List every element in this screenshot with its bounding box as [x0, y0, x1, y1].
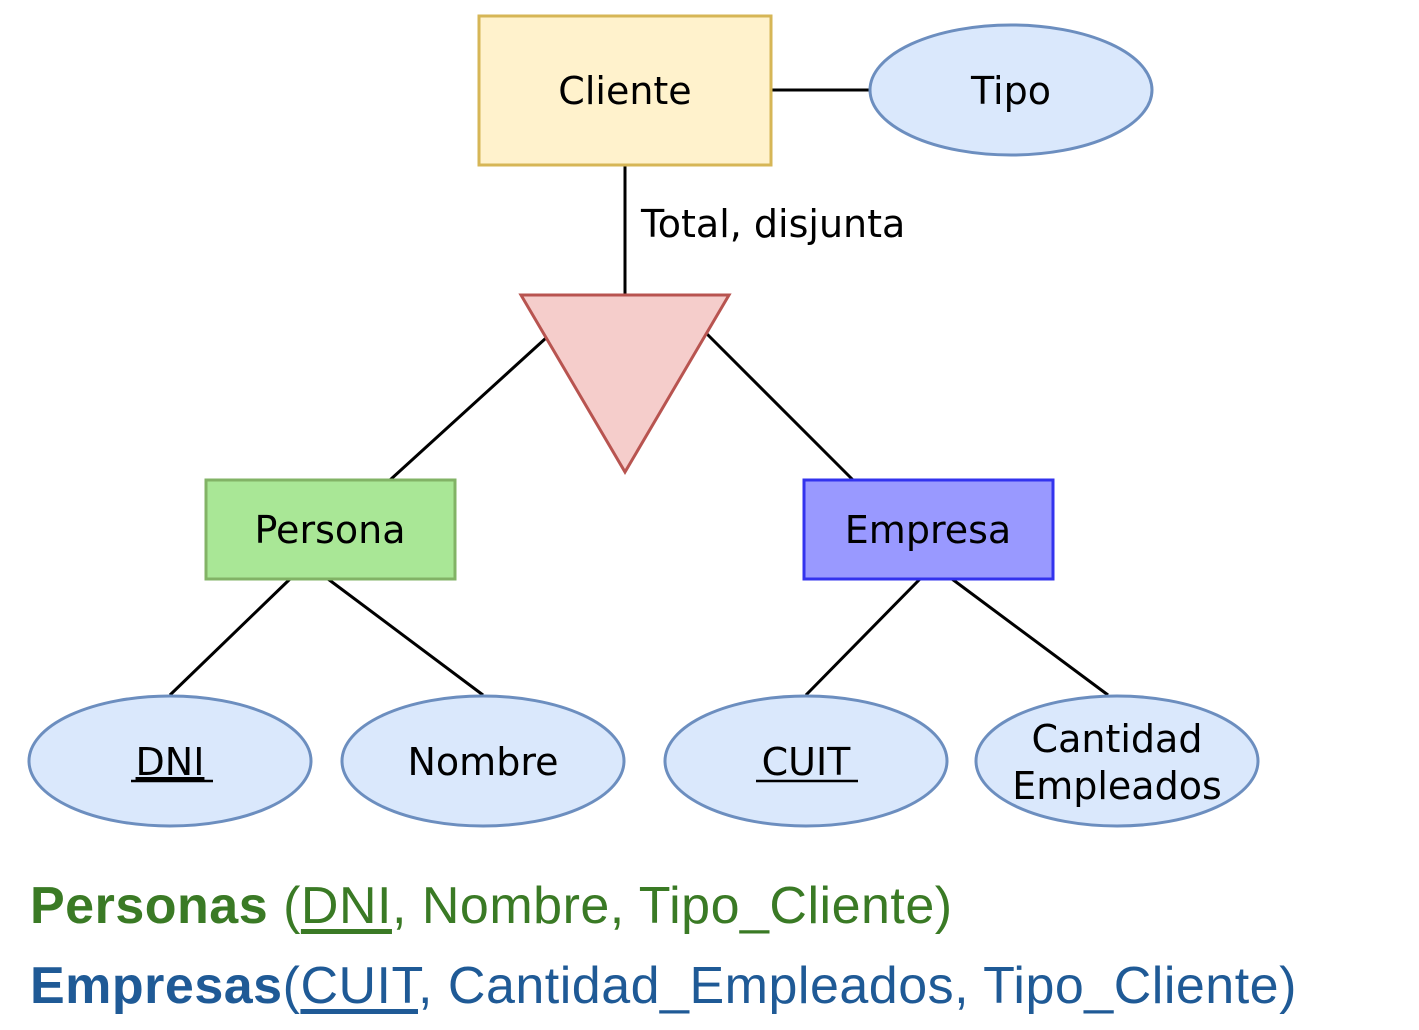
relation-attributes-empresas: , Cantidad_Empleados, Tipo_Cliente) — [418, 957, 1297, 1015]
specialization-persona-connector — [388, 336, 548, 482]
attribute-cantidad-label-line2: Empleados — [1012, 764, 1222, 808]
primary-key-dni: DNI — [300, 877, 392, 935]
attribute-tipo: Tipo — [868, 23, 1154, 157]
empresa-cantidad-connector — [951, 577, 1109, 697]
attribute-cantidad-label-line1: Cantidad — [1032, 717, 1203, 761]
specialization-empresa-connector — [705, 332, 855, 482]
specialization-label: Total, disjunta — [640, 202, 905, 246]
relation-open-personas: ( — [268, 877, 301, 935]
relation-name-empresas: Empresas — [30, 957, 283, 1015]
entity-persona: Persona — [204, 478, 457, 581]
attribute-cuit: CUIT — [663, 694, 949, 828]
relational-schema-personas: Personas (DNI, Nombre, Tipo_Cliente) — [30, 876, 953, 936]
attribute-dni-label: DNI — [136, 740, 205, 784]
entity-cliente-label: Cliente — [558, 69, 691, 113]
persona-nombre-connector — [327, 577, 484, 697]
relation-open-empresas: ( — [282, 957, 301, 1015]
attribute-cuit-label: CUIT — [762, 740, 852, 784]
attribute-nombre: Nombre — [340, 694, 626, 828]
entity-persona-label: Persona — [255, 508, 406, 552]
entity-empresa: Empresa — [802, 478, 1055, 581]
entity-cliente: Cliente — [477, 14, 773, 167]
attribute-tipo-label: Tipo — [970, 69, 1051, 113]
specialization-triangle — [518, 293, 732, 475]
attribute-dni: DNI — [27, 694, 313, 828]
empresa-cuit-connector — [804, 577, 922, 697]
er-diagram: Cliente Tipo Total, disjunta Persona Emp… — [27, 14, 1260, 828]
relation-attributes-personas: , Nombre, Tipo_Cliente) — [391, 877, 953, 935]
persona-dni-connector — [168, 577, 292, 697]
relational-schema-empresas: Empresas(CUIT, Cantidad_Empleados, Tipo_… — [30, 956, 1297, 1016]
attribute-cantidad-empleados: Cantidad Empleados — [974, 694, 1260, 828]
attribute-nombre-label: Nombre — [408, 740, 559, 784]
relation-name-personas: Personas — [30, 877, 269, 935]
primary-key-cuit: CUIT — [300, 957, 418, 1015]
entity-empresa-label: Empresa — [845, 508, 1011, 552]
